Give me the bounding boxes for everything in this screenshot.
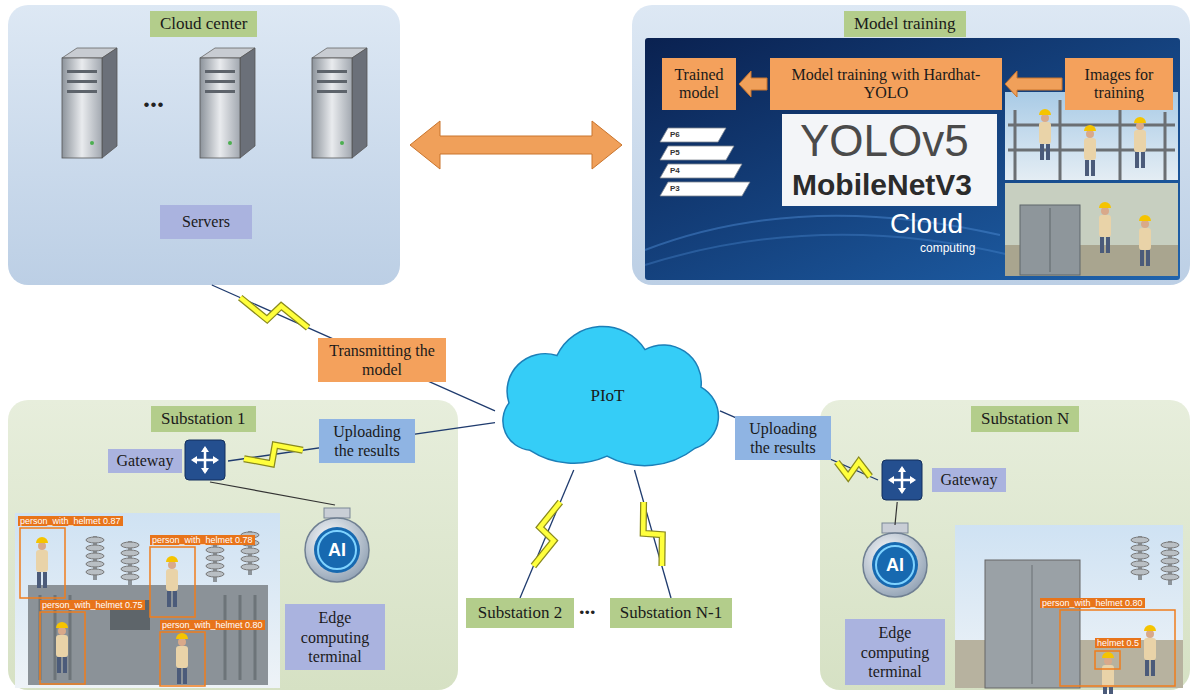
cable-line (210, 482, 335, 505)
cable (895, 502, 897, 525)
substation-tag: Substation N-1 (610, 598, 732, 628)
piot-cloud: PIoT (495, 322, 720, 470)
node-label: Edge computing terminal (845, 619, 945, 685)
bidirectional-arrow (410, 121, 622, 169)
icon-text: AI (886, 555, 904, 576)
node-label: Gateway (108, 449, 182, 473)
logo-text: YOLOv5 (800, 116, 969, 167)
pyramid-level: P5 (670, 148, 680, 157)
wireless-link (720, 411, 878, 480)
panel-title: Cloud center (150, 11, 257, 37)
lightning-outline (643, 502, 662, 566)
block-arrow (739, 71, 767, 97)
panel-title: Substation 1 (151, 406, 256, 432)
node-label: PIoT (591, 386, 625, 406)
node-label: Servers (182, 213, 230, 231)
lightning-outline (837, 462, 870, 477)
link-line (720, 411, 878, 480)
node-label: Images for training (1070, 66, 1168, 103)
node-label: Trained model (667, 66, 731, 103)
cable (210, 482, 335, 505)
lightning-outline (244, 445, 303, 464)
ellipsis: ... (579, 594, 596, 619)
link-line (520, 470, 574, 598)
pyramid-level: P3 (670, 184, 680, 193)
detection-label: person_with_helmet 0.80 (1040, 598, 1145, 608)
link-line (635, 470, 672, 598)
panel-title: Substation N (971, 406, 1079, 432)
cable-line (895, 502, 897, 525)
block-arrow (1005, 71, 1062, 97)
detection-label: person_with_helmet 0.75 (40, 600, 145, 610)
node-label: Substation 2 (478, 603, 563, 623)
pyramid-level: P4 (670, 166, 680, 175)
logo-text: computing (920, 242, 975, 256)
logo-text: Cloud (890, 208, 963, 240)
lightning-outline (533, 502, 560, 566)
lightning-outline (240, 298, 308, 328)
panel-title: Model training (844, 11, 966, 37)
node-label: Model training with Hardhat-YOLO (775, 66, 997, 103)
gateway: Gateway (108, 440, 228, 482)
node-label: Edge computing terminal (285, 604, 385, 670)
lightning-bolt (244, 445, 303, 464)
edge-label: Uploading the results (735, 416, 831, 460)
pyramid-level: P6 (670, 130, 680, 139)
block-arrow (410, 121, 622, 169)
logo-text: MobileNetV3 (792, 168, 972, 203)
detection-label: helmet 0.5 (1095, 638, 1141, 648)
wireless-link (635, 470, 672, 598)
trained-model-box: Trained model (662, 58, 736, 110)
cloud-outline (503, 326, 719, 465)
cloud-center-panel: Cloud centerServers (8, 5, 400, 285)
edge-terminal: Edge computing terminal (845, 525, 945, 685)
detection-label: person_with_helmet 0.87 (18, 516, 123, 526)
lightning-bolt (643, 502, 662, 566)
servers-box: Servers (160, 205, 252, 239)
ellipsis: ... (143, 82, 164, 114)
wireless-link (520, 470, 574, 598)
edge-label: Uploading the results (319, 419, 415, 463)
edge-label: Transmitting the model (318, 338, 446, 382)
flow-arrow (1005, 71, 1062, 97)
link-line (212, 285, 495, 411)
wireless-link (212, 285, 495, 411)
node-label: Substation N-1 (620, 603, 722, 623)
icon-text: AI (328, 540, 346, 561)
detection-label: person_with_helmet 0.78 (150, 535, 255, 545)
substation-tag: Substation 2 (466, 598, 574, 628)
training-images-box: Images for training (1065, 58, 1173, 110)
flow-arrow (739, 71, 767, 97)
lightning-bolt (240, 298, 308, 328)
detection-label: person_with_helmet 0.80 (160, 620, 265, 630)
edge-terminal: Edge computing terminal (285, 505, 385, 670)
node-label: Gateway (932, 468, 1006, 492)
training-process-box: Model training with Hardhat-YOLO (770, 58, 1002, 110)
gateway: Gateway (878, 458, 1006, 502)
lightning-bolt (837, 462, 870, 477)
lightning-bolt (533, 502, 560, 566)
